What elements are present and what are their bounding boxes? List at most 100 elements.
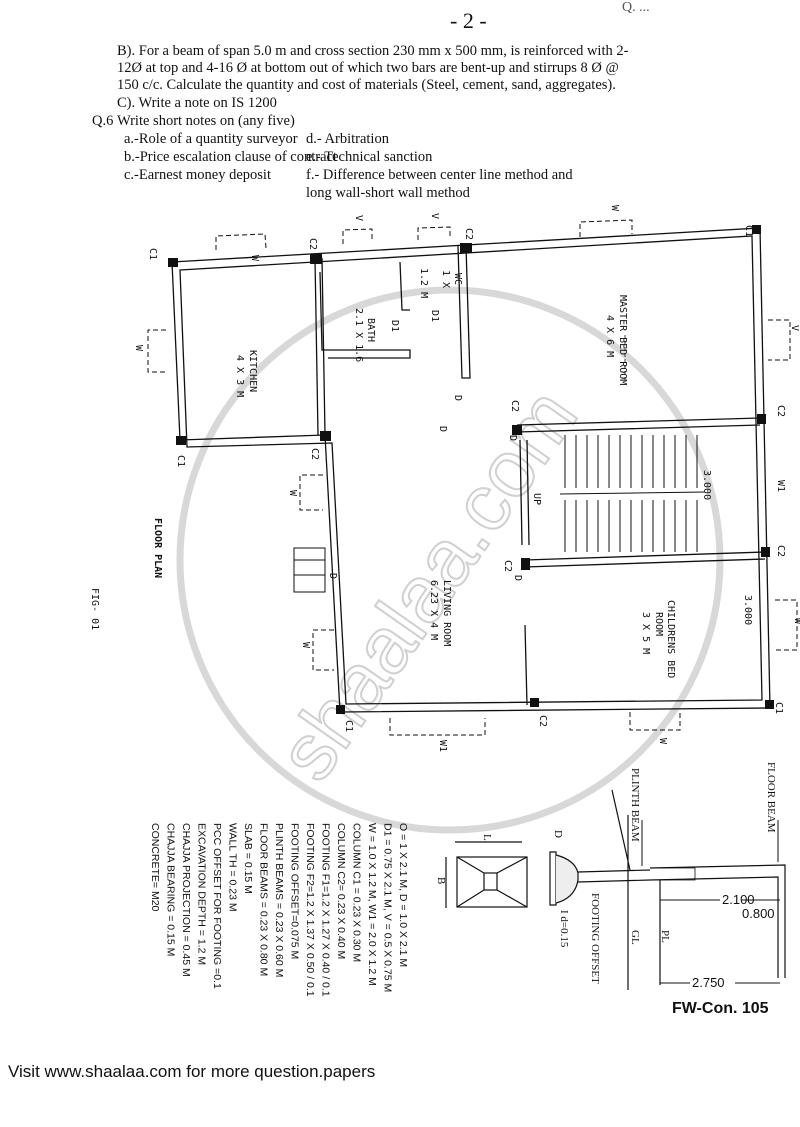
depth-label: I d=0.15 [558,910,570,948]
room-bath-size: 2.1 X 1.6 [353,308,364,362]
column-c2 [521,558,530,570]
column-label-c1: C1 [743,225,754,237]
column-c2 [757,414,766,424]
b-label: B [435,877,447,884]
column-c2 [512,425,522,435]
window-label: W [287,490,298,497]
room-children-2: ROOM [653,612,664,636]
footing-offset-label: FOOTING OFFSET [589,893,601,984]
wc-master-wall [457,245,471,379]
q6-item-b: b.-Price escalation clause of contract [124,149,337,165]
door-label: D [512,575,523,581]
room-bath: BATH [365,318,376,342]
page-number: - 2 - [450,8,487,33]
d-label: D [552,830,564,838]
entrance-steps [293,547,326,593]
q6-item-c: c.-Earnest money deposit [124,167,271,183]
column-label-c2: C2 [307,238,318,250]
footer-text: Visit www.shaalaa.com for more question.… [8,1062,376,1081]
dim-2750: 2.750 [692,975,725,990]
spec-line: COLUMN C2= 0.23 X 0.40 M [335,823,347,959]
wall [519,439,530,546]
floor-plan-title: FLOOR PLAN [152,518,163,578]
ventilator-label: V [789,325,800,331]
window-label-w1: W1 [437,740,448,752]
door-label: D [452,395,463,401]
wall [516,417,761,433]
staircase [559,435,706,552]
window-label: W [609,205,620,212]
room-children: CHILDRENS BED [665,600,676,678]
door-label-d1: D1 [429,310,440,322]
room-living-size: 6.23 X 4 M [428,580,439,640]
spec-line: PLINTH BEAMS = 0.23 X 0.60 M [273,823,285,977]
column-c2 [530,698,539,707]
q6-item-f: f.- Difference between center line metho… [306,167,573,183]
room-dimension: 3.000 [742,595,753,625]
pl-label: PL [659,930,671,943]
door-label: D [437,426,448,432]
room-master-bedroom-size: 4 X 6 M [604,315,615,357]
window-label: W [792,618,800,625]
door-label: D [327,573,338,579]
window-label: W [657,738,668,745]
spec-line: FLOOR BEAMS = 0.23 X 0.80 M [258,823,270,976]
spec-line: SLAB = 0.15 M [242,823,254,894]
room-wc: WC [452,273,463,285]
q5b-line-2: 12Ø at top and 4-16 Ø at bottom out of w… [117,60,619,76]
spec-line: WALL TH = 0.23 M [227,823,239,912]
q6-item-f-cont: long wall-short wall method [306,185,470,201]
spec-line: D1 = 0.75 X 2.1 M, V = 0.5 X 0.75 M [382,823,394,992]
column-c1 [168,258,178,267]
bath-wall [319,271,411,359]
window-label: W [300,642,311,649]
window-label-w1: W1 [775,480,786,492]
q6-title: Write short notes on (any five) [117,113,295,129]
ventilator-label: V [353,215,364,221]
column-label-c1: C1 [175,455,186,467]
column-label-c2: C2 [509,400,520,412]
spec-line: CHAJJA PROJECTION = 0.45 M [180,823,192,977]
column-c2 [320,431,331,441]
footing-plan [456,856,528,908]
room-wc-size-2: 1.2 M [418,268,429,298]
window-label: W [249,255,260,262]
q6-item-d: d.- Arbitration [306,131,389,147]
room-children-size: 3 X 5 M [640,612,651,654]
gl-label: GL [629,930,641,945]
corner-text: Q. ... [622,0,650,15]
column-label-c2: C2 [502,560,513,572]
figure-label: FIG- 01 [89,588,100,630]
spec-line: CHAJJA BEARING = 0.15 M [165,823,177,956]
spec-line: W = 1.0 X 1.2 M, W1 = 2.0 X 1.2 M [366,823,378,986]
spec-line: PCC OFFSET FOR FOOTING =0.1 [211,823,223,989]
column-c2 [310,254,322,264]
q5c: C). Write a note on IS 1200 [117,95,277,111]
door-label: D [507,435,518,441]
stair-dimension: 3.000 [701,470,712,500]
ground-line [611,789,631,990]
q6-number: Q.6 [92,113,114,129]
column-c1 [336,705,345,714]
outer-wall-inner-line [179,235,763,705]
column-c2 [460,243,472,253]
columns [168,225,774,714]
stair-landing [559,491,706,495]
column-stem [577,869,651,883]
column-c2 [761,547,770,557]
room-living: LIVING ROOM [441,580,452,646]
wall [314,257,326,436]
column-label-c2: C2 [775,545,786,557]
q5b-line-1: B). For a beam of span 5.0 m and cross s… [117,43,629,59]
column-label-c2: C2 [537,715,548,727]
door-label-d1: D1 [389,320,400,332]
wc-wall [399,261,410,311]
q6-item-e: e.- Technical sanction [306,149,433,165]
q6-item-a: a.-Role of a quantity surveyor [124,131,298,147]
dim-0800: 0.800 [742,906,775,921]
spec-line: FOOTING OFFSET=0.075 M [289,823,301,959]
window-markers [147,219,798,736]
